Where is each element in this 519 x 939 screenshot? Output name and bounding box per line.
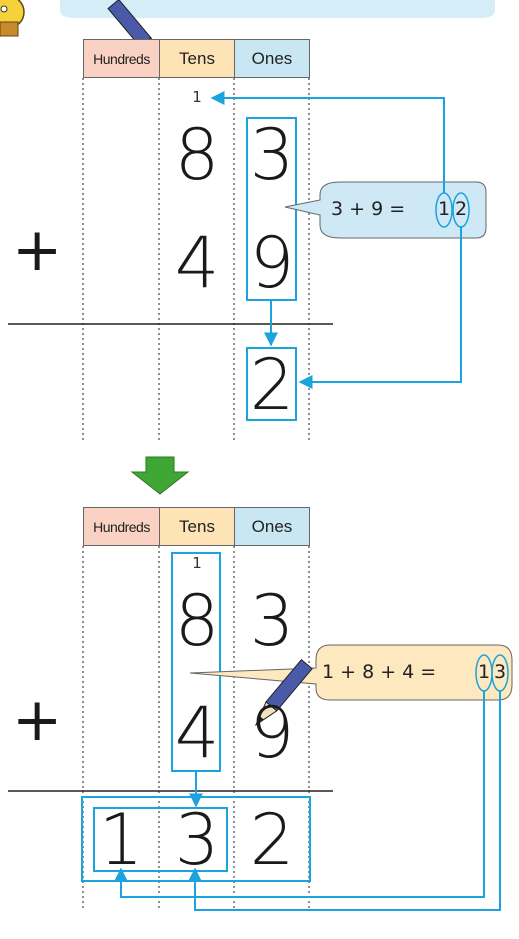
step1-bubble bbox=[284, 181, 487, 239]
step1-bottom-tens: 4 bbox=[174, 222, 220, 304]
step2-bottom-tens: 4 bbox=[174, 692, 220, 774]
step1-bubble-expression: 3 + 9 = bbox=[331, 198, 406, 220]
step2-bubble-expression: 1 + 8 + 4 = bbox=[322, 661, 437, 683]
pencil-icon bbox=[254, 659, 313, 727]
step2-column-lines bbox=[82, 546, 310, 910]
step1-result-ones: 2 bbox=[249, 344, 295, 426]
step2-header-tens: Tens bbox=[159, 507, 235, 546]
step1-header-ones: Ones bbox=[234, 39, 310, 78]
step1-header-tens: Tens bbox=[159, 39, 235, 78]
mascot-icon bbox=[0, 0, 25, 37]
step2-bubble bbox=[189, 644, 513, 701]
step2-header-hundreds: Hundreds bbox=[83, 507, 160, 546]
step1-carry-digit: 1 bbox=[192, 88, 202, 106]
step2-bottom-ones: 9 bbox=[249, 692, 295, 774]
step2-top-ones: 3 bbox=[249, 580, 295, 662]
step1-carry-arrow bbox=[210, 91, 445, 193]
step2-hundreds-arrow bbox=[114, 691, 485, 898]
step1-ones-arrow bbox=[298, 227, 462, 389]
step1-bubble-tens: 1 bbox=[438, 198, 451, 220]
step2-result-hundreds: 1 bbox=[98, 799, 144, 881]
step2-result-ones: 2 bbox=[249, 799, 295, 881]
down-arrow-icon bbox=[130, 456, 190, 495]
step2-header-ones: Ones bbox=[234, 507, 310, 546]
step2-bubble-ones: 3 bbox=[494, 661, 507, 683]
step2-result-tens: 3 bbox=[174, 799, 220, 881]
step1-result-box bbox=[246, 347, 297, 421]
step1-header-hundreds: Hundreds bbox=[83, 39, 160, 78]
step2-tens-arrow bbox=[188, 691, 501, 911]
step1-bubble-ones: 2 bbox=[455, 198, 468, 220]
step2-plus-sign: + bbox=[12, 685, 63, 755]
step1-bottom-ones: 9 bbox=[249, 222, 295, 304]
step2-result-inner-box bbox=[93, 807, 228, 872]
step1-top-tens: 8 bbox=[174, 114, 220, 196]
step2-bubble-tens: 1 bbox=[478, 661, 491, 683]
step1-plus-sign: + bbox=[12, 215, 63, 285]
step2-top-tens: 8 bbox=[174, 580, 220, 662]
step2-carry-digit: 1 bbox=[192, 554, 202, 572]
step1-column-lines bbox=[82, 78, 310, 443]
step1-top-ones: 3 bbox=[249, 114, 295, 196]
top-banner bbox=[60, 0, 495, 18]
